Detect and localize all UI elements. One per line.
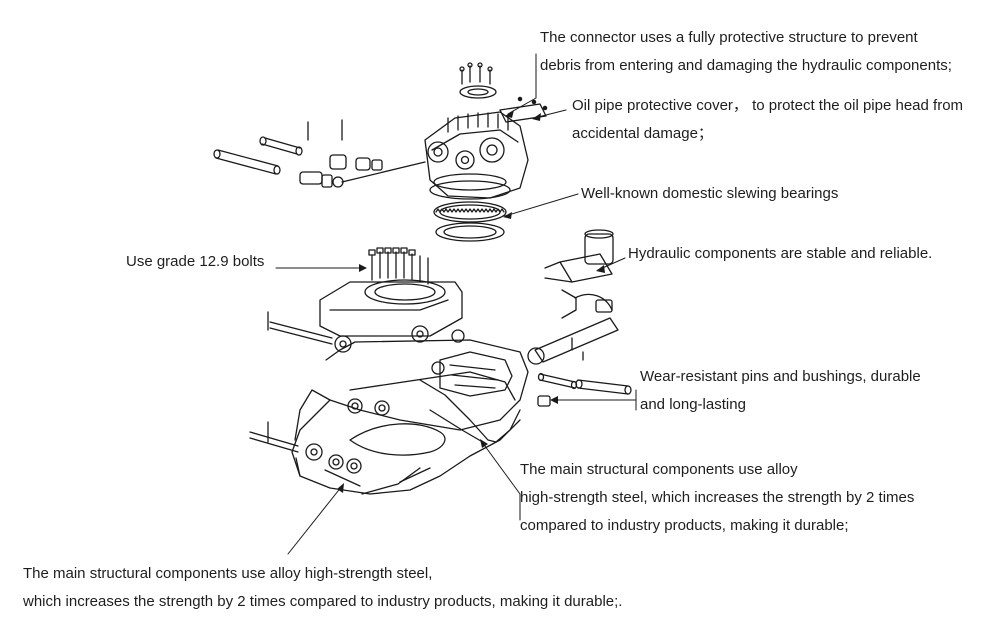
oil-pipe-annotation-line1: Oil pipe protective cover， to protect th… [572,97,964,114]
lower-jaw [249,399,521,495]
connector-annotation-line1: The connector uses a fully protective st… [540,29,918,46]
mounting-frame [267,279,463,353]
structure-bottom-annotation-line2: which increases the strength by 2 times … [23,593,623,610]
upper-jaw-arm [294,329,529,441]
connector-annotation-line2: debris from entering and damaging the hy… [540,57,952,74]
rotator-housing [424,111,529,200]
pins-annotation-line1: Wear-resistant pins and bushings, durabl… [640,368,921,385]
slewing-bearing [433,201,507,242]
oil-pipe-annotation-line2: accidental damage； [572,125,713,142]
claw-tine [419,379,521,445]
structure-bottom-annotation-line1: The main structural components use alloy… [23,565,433,582]
slewing-annotation: Well-known domestic slewing bearings [581,185,839,202]
arrowheads [337,110,605,493]
rotator-pins [213,119,426,188]
structure-right-annotation-line1: The main structural components use alloy [520,461,798,478]
hydraulic-annotation: Hydraulic components are stable and reli… [628,245,933,262]
rotator-top-cover [459,62,497,99]
hydraulic-valve-block [544,229,614,319]
structure-right-annotation-line3: compared to industry products, making it… [520,517,849,534]
structure-right-annotation-line2: high-strength steel, which increases the… [520,489,915,506]
bolts-annotation: Use grade 12.9 bolts [126,253,265,270]
hydraulic-cylinder [527,317,619,365]
oil-pipe-cover [499,96,548,123]
grade-12.9-bolts [368,247,429,285]
pins-annotation-line2: and long-lasting [640,396,746,413]
pins-and-bushings [537,372,632,407]
